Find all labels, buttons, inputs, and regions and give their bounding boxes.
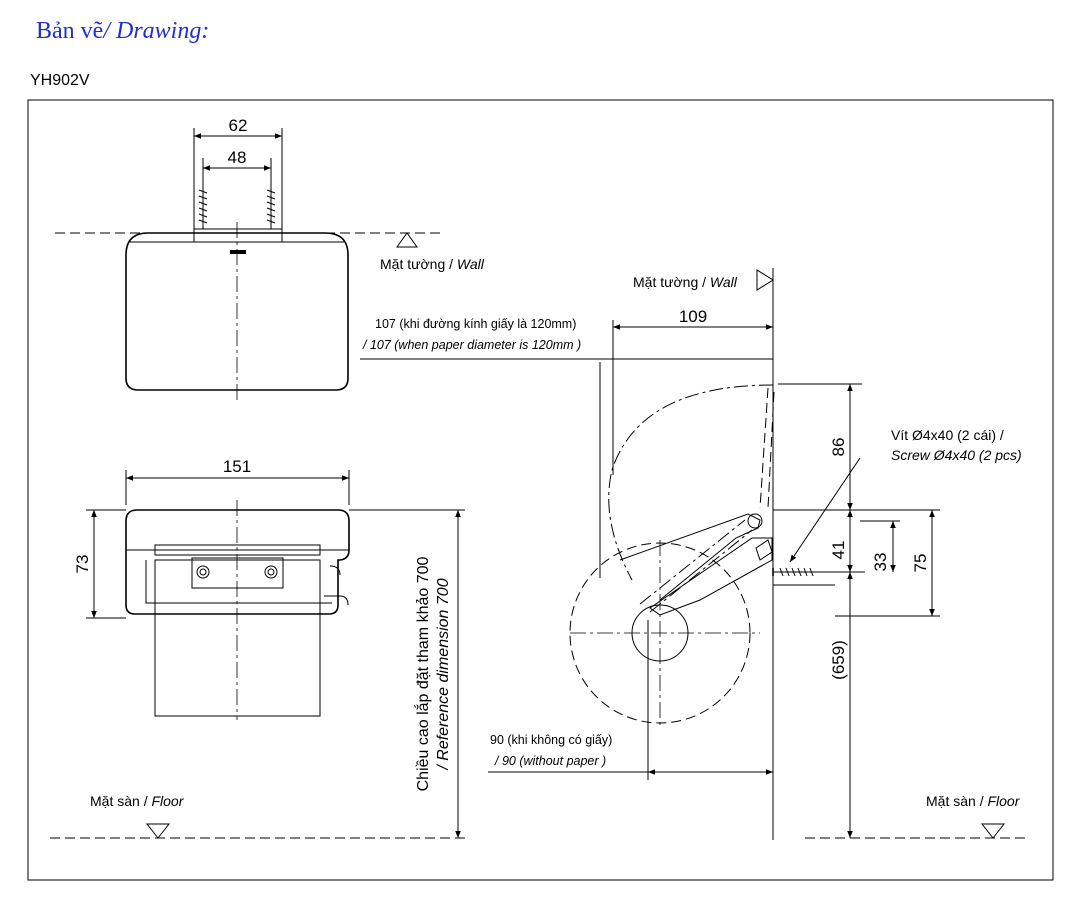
label-floor-left: Mặt sàn / Floor: [90, 793, 185, 809]
screw-icon-side: [772, 567, 822, 577]
bracket-plate-front: [191, 557, 284, 589]
dim-659: (659): [829, 640, 848, 680]
dim-151: 151: [223, 457, 251, 476]
label-paper107-en: / 107 (when paper diameter is 120mm ): [362, 338, 581, 352]
dim-62: 62: [229, 116, 248, 135]
screw-head-icon-right: [264, 565, 278, 579]
holder-body-front: [125, 509, 350, 615]
heading-en: / Drawing:: [103, 18, 210, 44]
wall-triangle-icon-side: [756, 269, 774, 291]
heading-vn: Bản vẽ: [36, 18, 104, 44]
holder-body-top: [125, 232, 349, 391]
model-number: YH902V: [30, 72, 90, 89]
cover-open-outline: [608, 384, 774, 581]
dim-33: 33: [871, 553, 890, 572]
paper-roll-front: [154, 559, 321, 717]
dim-48: 48: [228, 148, 247, 167]
screw-head-icon-left: [196, 565, 210, 579]
label-paper107-vn: 107 (khi đường kính giấy là 120mm): [375, 317, 576, 331]
drawing-frame: [27, 99, 1054, 881]
label-paper90-en: / 90 (without paper ): [494, 754, 606, 768]
dim-73: 73: [73, 555, 92, 574]
side-view: Mặt tường / Wall 109 107 (khi đường kính…: [360, 268, 1030, 840]
label-screw-en: Screw Ø4x40 (2 pcs): [891, 447, 1022, 463]
dim-75: 75: [911, 554, 930, 573]
label-height-vn: Chiều cao lắp đặt tham khảo 700: [413, 556, 432, 791]
label-wall-top: Mặt tường / Wall: [380, 256, 485, 272]
drawing-heading: Bản vẽ/ Drawing:: [36, 18, 209, 45]
screw-icon-top-left: [198, 186, 208, 229]
screw-icon-top-right: [266, 186, 276, 229]
dim-109: 109: [679, 307, 707, 326]
cover-closed: [619, 513, 761, 601]
dim-86: 86: [829, 438, 848, 457]
front-view: 151 73 Chiều cao lắp đặt tham khảo 700 /…: [50, 457, 470, 839]
label-paper90-vn: 90 (khi không có giấy): [490, 733, 612, 747]
label-wall-side: Mặt tường / Wall: [633, 274, 738, 290]
top-view: 62 48 Mặt tường / Wall: [55, 116, 485, 400]
pivot-icon: [747, 513, 763, 529]
label-screw-vn: Vít Ø4x40 (2 cái) /: [891, 427, 1004, 443]
mount-plate-top: [193, 228, 283, 243]
floor-triangle-icon-right: [980, 823, 1006, 839]
wall-triangle-icon-top: [396, 232, 418, 248]
label-height-en: / Reference dimension 700: [435, 578, 452, 770]
floor-triangle-icon-left: [145, 823, 171, 839]
label-floor-right: Mặt sàn / Floor: [926, 793, 1021, 809]
dim-41: 41: [829, 541, 848, 560]
